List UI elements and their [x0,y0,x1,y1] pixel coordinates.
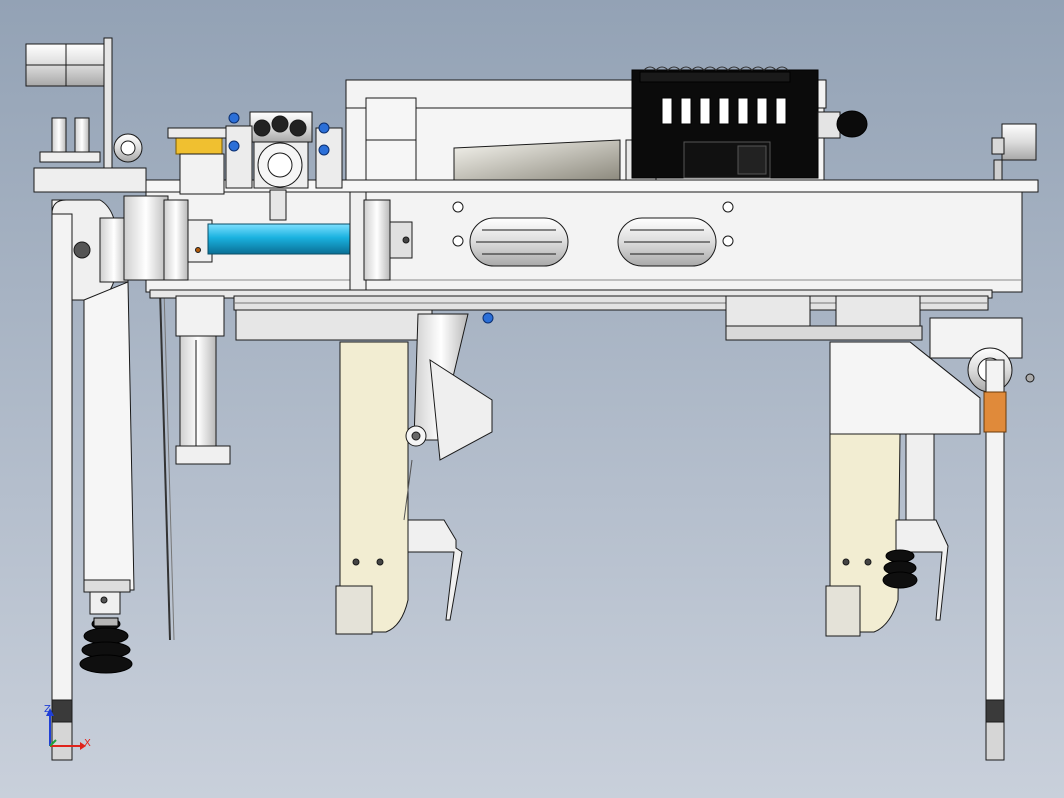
triad-z-label: Z [44,704,51,715]
left-vertical-column [83,281,135,615]
guide-rod [163,289,175,641]
beam-slot [469,217,569,267]
vertical-cylinder [175,295,231,465]
coordinate-triad: X Z [44,704,91,750]
connector-knob [817,110,868,139]
beam-slot [617,217,717,267]
triad-x-label: X [84,738,91,749]
valve-manifold [167,111,343,221]
left-swing-arm [51,199,129,761]
left-suction-cup [79,617,133,674]
beam-hole [452,201,734,247]
sensor-bracket [25,37,147,193]
guide-rod [159,289,171,641]
right-suction-cup [882,549,918,589]
gripper-finger-right [825,341,981,637]
right-swing-arm [929,317,1035,761]
gripper-finger-left [335,313,493,635]
pneumatic-cylinder [123,191,413,291]
rail-carriage [235,295,923,341]
right-sensor [991,123,1037,181]
controller-box [631,66,819,179]
